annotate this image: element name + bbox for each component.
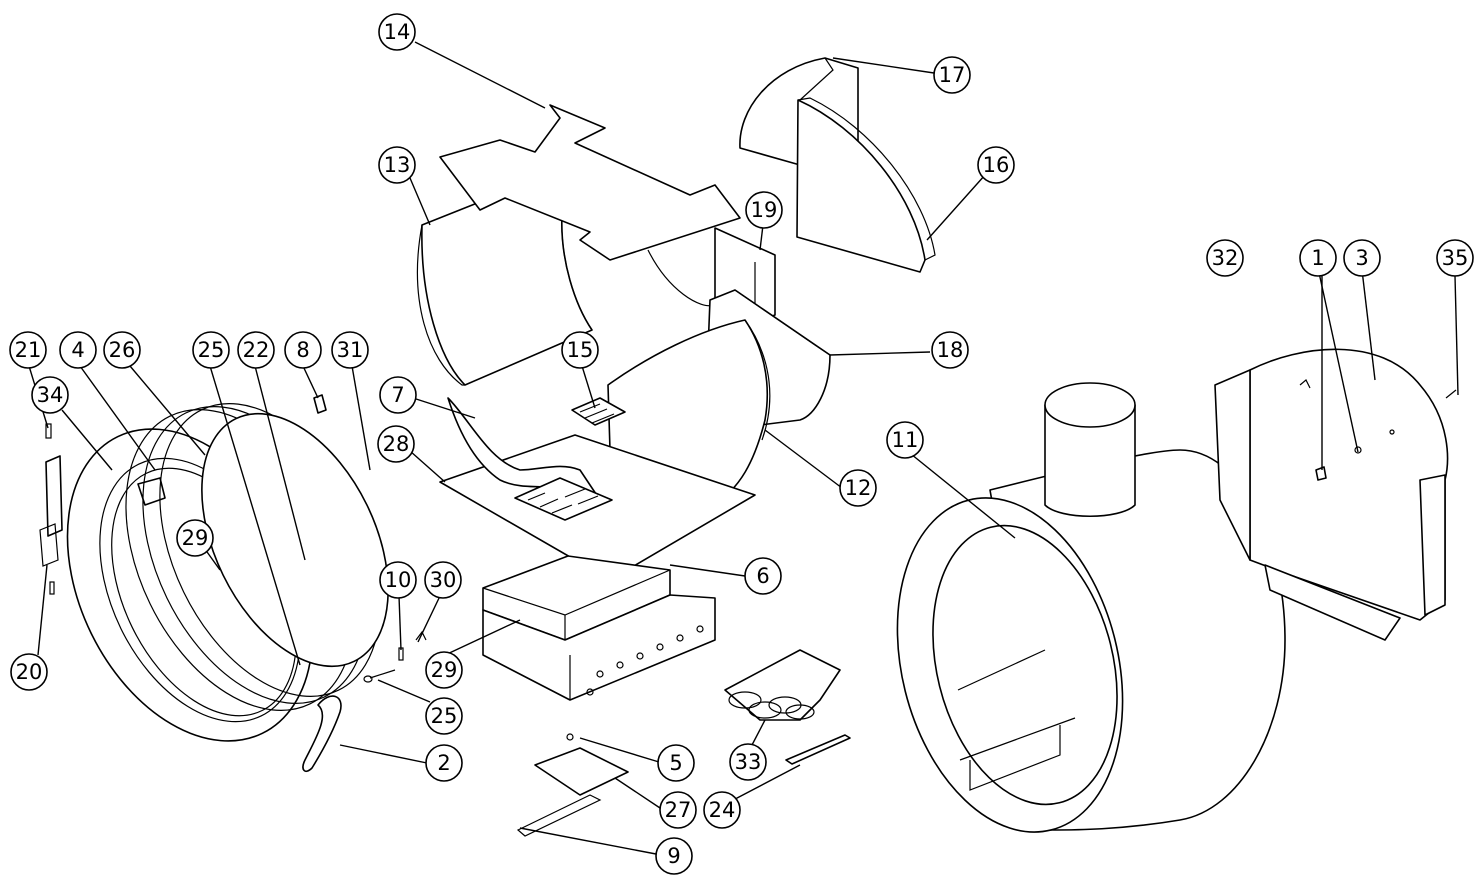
part-13-side-insulation [416, 189, 593, 386]
callout-35: 35 [1436, 239, 1474, 277]
svg-text:31: 31 [337, 338, 364, 362]
svg-text:27: 27 [665, 798, 692, 822]
callout-24: 24 [703, 791, 741, 829]
svg-text:14: 14 [384, 20, 411, 44]
part-33-burner-elements [724, 649, 841, 721]
callout-14: 14 [378, 13, 416, 51]
svg-text:26: 26 [109, 338, 136, 362]
callout-29-lower: 29 [425, 651, 463, 689]
callout-1: 1 [1299, 239, 1337, 277]
part-24-rod [785, 734, 851, 765]
callout-29-upper: 29 [176, 519, 214, 557]
callout-12: 12 [839, 469, 877, 507]
callout-33: 33 [729, 743, 767, 781]
svg-text:2: 2 [437, 751, 450, 775]
callout-17: 17 [933, 56, 971, 94]
callout-7: 7 [379, 376, 417, 414]
svg-text:29: 29 [431, 658, 458, 682]
callout-28: 28 [377, 425, 415, 463]
callout-27: 27 [659, 791, 697, 829]
part-25-pin [363, 669, 396, 683]
part-3-rear-housing [1214, 348, 1449, 641]
callout-5: 5 [657, 744, 695, 782]
part-22-door-seal-rings [125, 403, 389, 711]
part-15-bracket-upper [571, 397, 626, 426]
part-box-housing [482, 594, 716, 701]
callout-22: 22 [237, 331, 275, 369]
svg-text:32: 32 [1212, 246, 1239, 270]
svg-text:7: 7 [391, 383, 404, 407]
svg-text:21: 21 [15, 338, 42, 362]
callout-34: 34 [31, 376, 69, 414]
callout-9: 9 [655, 837, 693, 875]
callout-26: 26 [103, 331, 141, 369]
svg-text:20: 20 [16, 660, 43, 684]
part-30-clip [415, 630, 427, 641]
part-2-handle [302, 695, 342, 772]
svg-text:5: 5 [669, 751, 682, 775]
callout-15: 15 [561, 331, 599, 369]
callout-10: 10 [379, 561, 417, 599]
callout-31: 31 [331, 331, 369, 369]
svg-text:25: 25 [431, 704, 458, 728]
callout-32: 32 [1206, 239, 1244, 277]
callout-21: 21 [9, 331, 47, 369]
svg-text:11: 11 [892, 428, 919, 452]
svg-text:9: 9 [667, 844, 680, 868]
callout-18: 18 [931, 331, 969, 369]
svg-text:35: 35 [1442, 246, 1469, 270]
callout-25-lower: 25 [425, 697, 463, 735]
part-15-bracket-lower [514, 477, 613, 521]
leader-lines [28, 41, 1459, 855]
callout-4: 4 [59, 331, 97, 369]
svg-text:15: 15 [567, 338, 594, 362]
svg-text:6: 6 [756, 564, 769, 588]
svg-text:24: 24 [709, 798, 736, 822]
svg-text:10: 10 [385, 568, 412, 592]
callout-25-upper: 25 [192, 331, 230, 369]
svg-text:17: 17 [939, 63, 966, 87]
part-11-drum-body [896, 449, 1286, 833]
svg-text:34: 34 [37, 383, 64, 407]
svg-text:29: 29 [182, 526, 209, 550]
callout-3: 3 [1343, 239, 1381, 277]
svg-text:12: 12 [845, 476, 872, 500]
callout-2: 2 [425, 744, 463, 782]
svg-text:16: 16 [983, 153, 1010, 177]
callout-13: 13 [378, 146, 416, 184]
callout-6: 6 [744, 557, 782, 595]
svg-text:8: 8 [296, 338, 309, 362]
callout-8: 8 [284, 331, 322, 369]
svg-text:3: 3 [1355, 246, 1368, 270]
callout-20: 20 [10, 653, 48, 691]
callout-16: 16 [977, 146, 1015, 184]
part-6-tray [482, 555, 671, 641]
part-20-hinge [39, 423, 63, 595]
svg-text:13: 13 [384, 153, 411, 177]
part-14-top-insulation-sheet [439, 104, 741, 261]
callout-30: 30 [424, 561, 462, 599]
part-8-clip [313, 394, 327, 414]
part-11-exhaust-collar [1044, 382, 1136, 517]
svg-text:33: 33 [735, 750, 762, 774]
part-16-insulation-quarter [796, 97, 936, 273]
svg-text:28: 28 [383, 432, 410, 456]
svg-text:4: 4 [71, 338, 84, 362]
part-27-mounting-plate [516, 733, 629, 837]
part-35-pin [1445, 389, 1457, 399]
callout-19: 19 [745, 191, 783, 229]
svg-text:25: 25 [198, 338, 225, 362]
callout-11: 11 [886, 421, 924, 459]
svg-text:22: 22 [243, 338, 270, 362]
svg-text:30: 30 [430, 568, 457, 592]
svg-text:19: 19 [751, 198, 778, 222]
svg-text:1: 1 [1311, 246, 1324, 270]
svg-text:18: 18 [937, 338, 964, 362]
